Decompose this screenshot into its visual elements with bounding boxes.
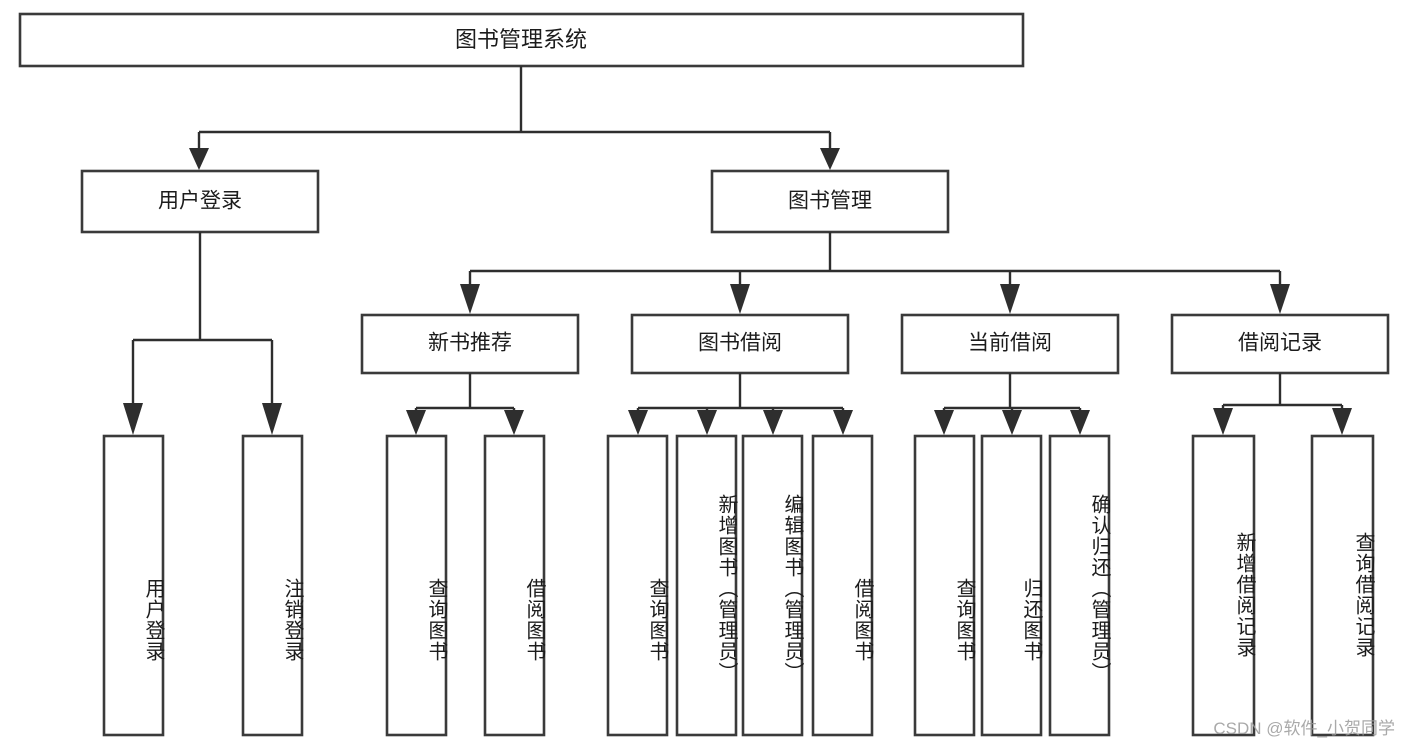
arrowhead-leaf-user-login [123,403,143,435]
leaf-br-add-box[interactable] [1191,434,1256,737]
arrowhead-br-leaf-1 [1213,408,1233,435]
arrowhead-current-borrow [1000,284,1020,314]
leaf-bb-add-box[interactable] [675,434,738,737]
arrowhead-bb-leaf-2 [697,410,717,435]
arrowhead-nb-leaf-1 [406,410,426,435]
leaf-bb-query-box[interactable] [606,434,669,737]
leaf-br-query-box[interactable] [1310,434,1375,737]
node-root-box[interactable] [18,12,1025,68]
node-current-borrow-box[interactable] [900,313,1120,375]
leaf-cb-confirm-box[interactable] [1048,434,1111,737]
arrowhead-br-leaf-2 [1332,408,1352,435]
arrowhead-cb-leaf-1 [934,410,954,435]
arrowhead-book-manage [820,148,840,170]
node-book-manage-label: 图书管理 [788,190,872,213]
leaf-bb-borrow-box[interactable] [811,434,874,737]
arrowhead-borrow-record [1270,284,1290,314]
node-borrow-record-label: 借阅记录 [1238,332,1322,355]
arrowhead-user-login [189,148,209,170]
arrowhead-borrow-book [730,284,750,314]
node-root-label: 图书管理系统 [455,27,587,52]
node-new-book-label: 新书推荐 [428,332,512,355]
arrowhead-new-book [460,284,480,314]
node-borrow-record-box[interactable] [1170,313,1390,375]
arrowhead-nb-leaf-2 [504,410,524,435]
leaf-cb-return-box[interactable] [980,434,1043,737]
arrowhead-leaf-logout [262,403,282,435]
leaf-nb-query-box[interactable] [385,434,448,737]
arrowhead-bb-leaf-3 [763,410,783,435]
arrowhead-bb-leaf-4 [833,410,853,435]
node-user-login-label: 用户登录 [158,190,242,213]
node-borrow-book-box[interactable] [630,313,850,375]
leaf-user-login-box[interactable] [102,434,165,737]
node-new-book-box[interactable] [360,313,580,375]
leaf-cb-query-box[interactable] [913,434,976,737]
node-borrow-book-label: 图书借阅 [698,332,782,355]
arrowhead-bb-leaf-1 [628,410,648,435]
leaf-bb-edit-box[interactable] [741,434,804,737]
csdn-watermark: CSDN @软件_小贺同学 [1213,719,1395,738]
arrowhead-cb-leaf-2 [1002,410,1022,435]
node-book-manage-box[interactable] [710,169,950,234]
node-current-borrow-label: 当前借阅 [968,332,1052,355]
arrowhead-cb-leaf-3 [1070,410,1090,435]
leaf-nb-borrow-box[interactable] [483,434,546,737]
leaf-logout-box[interactable] [241,434,304,737]
